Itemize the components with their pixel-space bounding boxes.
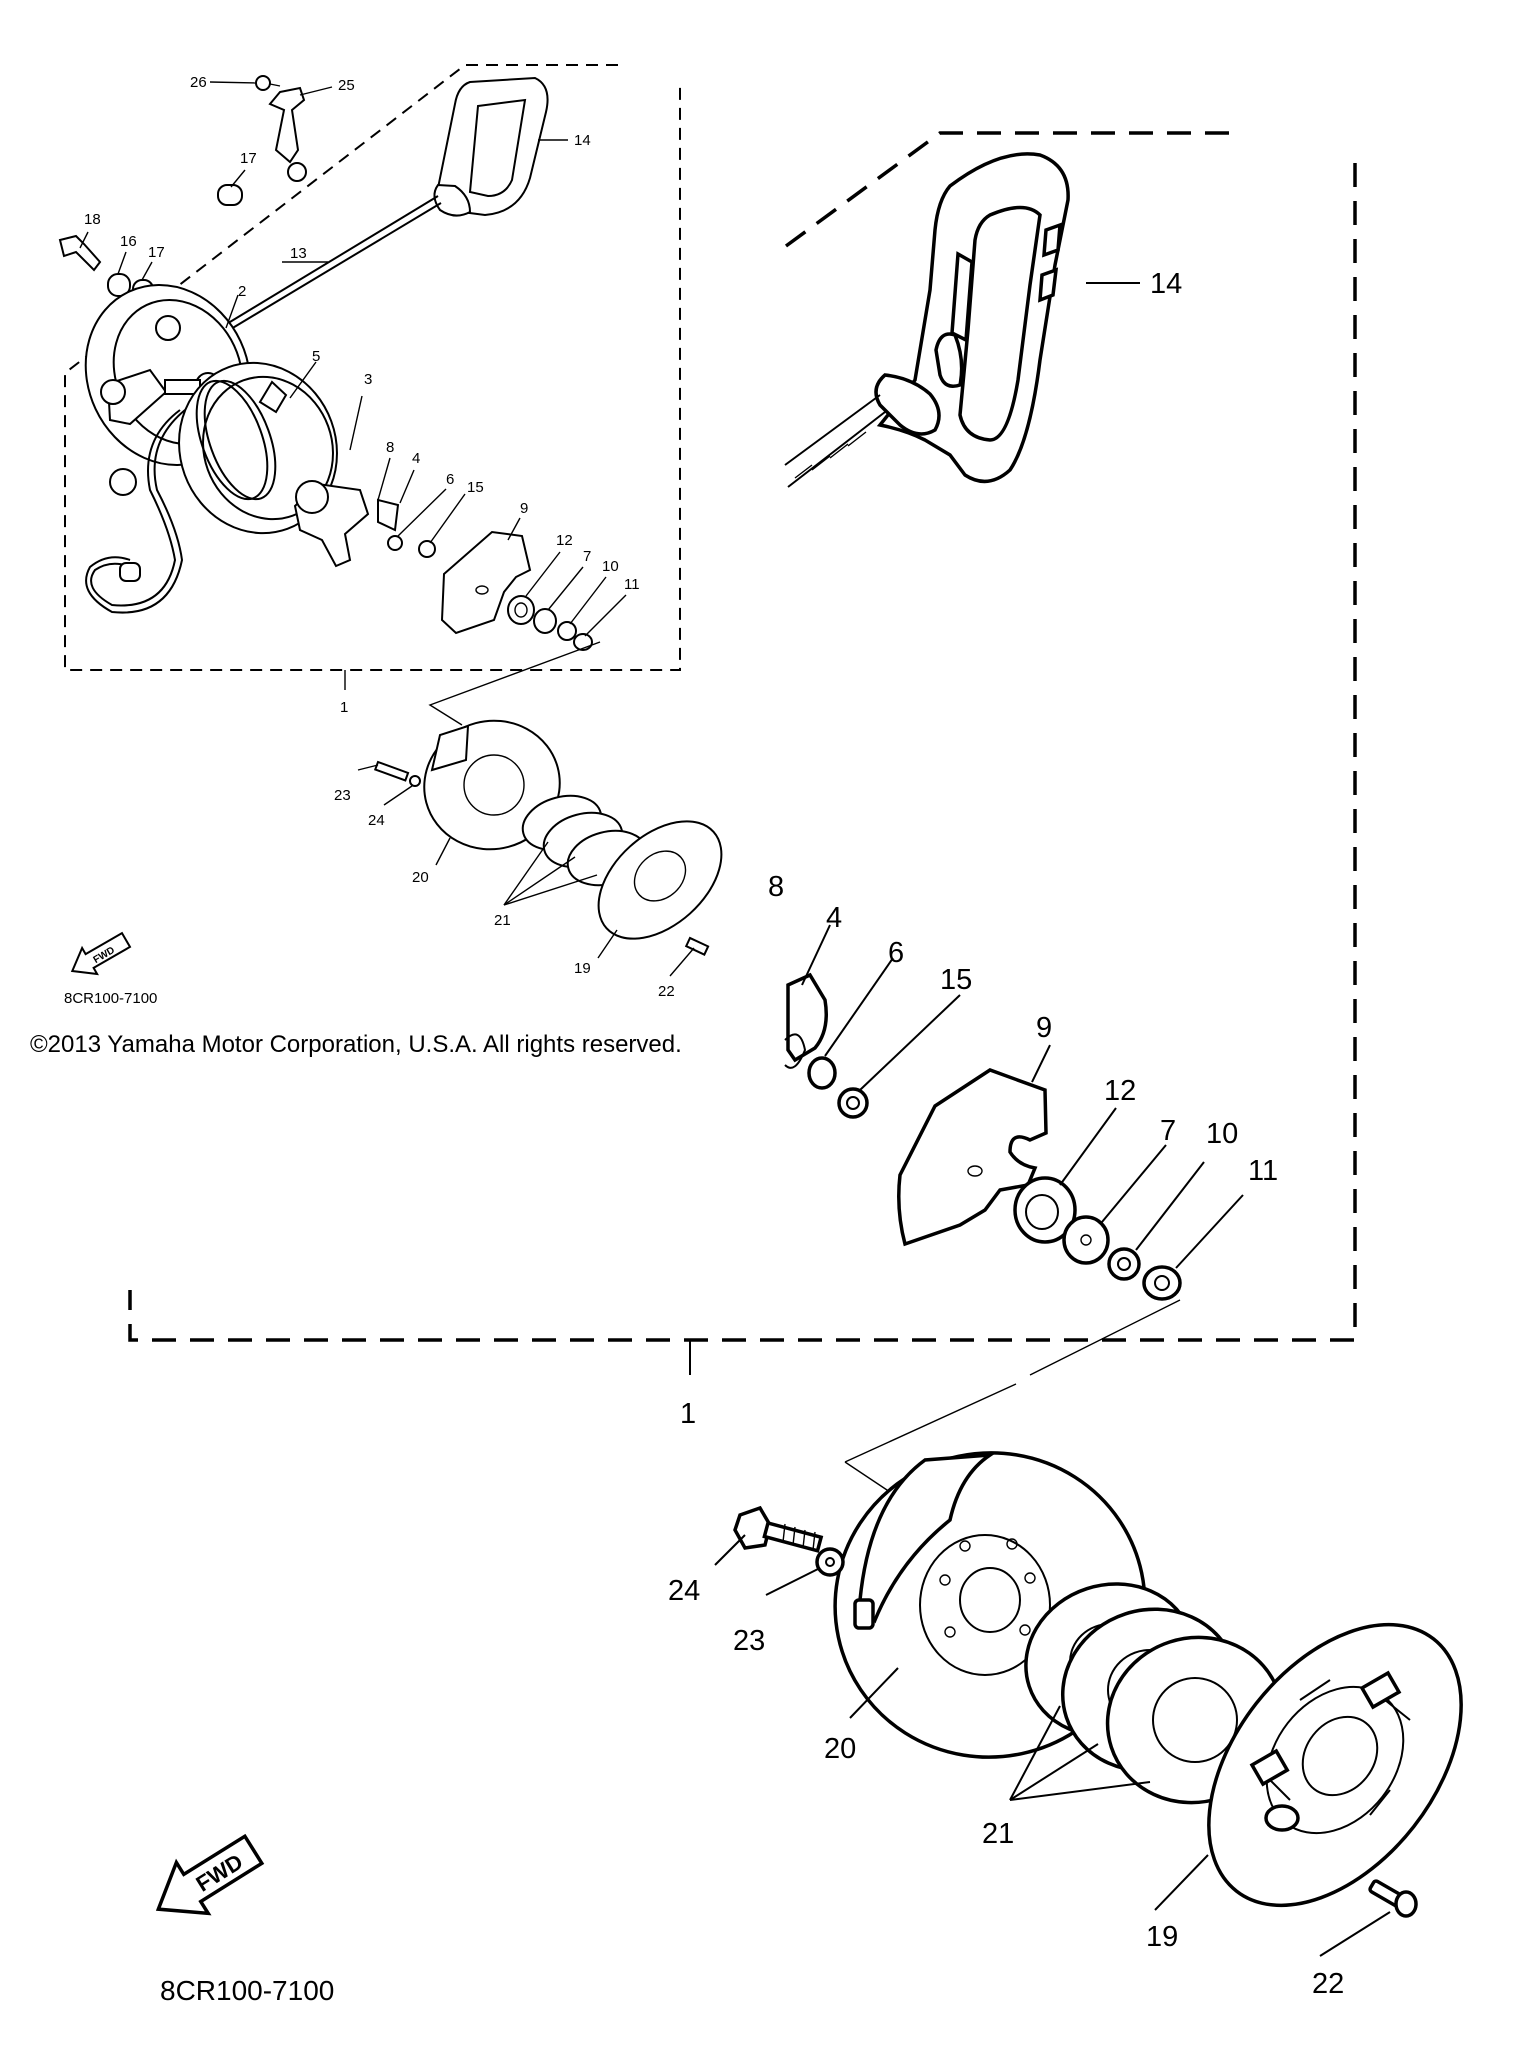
large-plate xyxy=(897,1068,1048,1247)
large-label-19: 19 xyxy=(1146,1921,1178,1953)
small-label-5: 5 xyxy=(312,348,320,365)
large-label-15: 15 xyxy=(940,964,972,996)
small-reel xyxy=(178,361,370,568)
large-label-22: 22 xyxy=(1312,1968,1344,2000)
small-label-22: 22 xyxy=(658,983,675,1000)
large-label-8-partial: 8 xyxy=(768,871,784,903)
small-label-23: 23 xyxy=(334,787,351,804)
small-label-18: 18 xyxy=(84,211,101,228)
copyright-notice: ©2013 Yamaha Motor Corporation, U.S.A. A… xyxy=(30,1031,682,1058)
small-label-26: 26 xyxy=(190,74,207,91)
large-label-7: 7 xyxy=(1160,1115,1176,1147)
large-label-14: 14 xyxy=(1150,268,1182,300)
large-label-12: 12 xyxy=(1104,1075,1136,1107)
large-label-10: 10 xyxy=(1206,1118,1238,1150)
small-handle xyxy=(433,76,549,217)
large-view: FWD 8CR100-7100 14 8 4 6 15 xyxy=(128,131,1463,2006)
small-label-2: 2 xyxy=(238,283,246,300)
large-view-code: 8CR100-7100 xyxy=(160,1975,334,2006)
large-assembly-outline xyxy=(784,131,1235,248)
small-label-14: 14 xyxy=(574,132,591,149)
large-sheave xyxy=(1207,1622,1463,1908)
large-fwd-arrow: FWD xyxy=(155,1833,265,1916)
small-label-21: 21 xyxy=(494,912,511,929)
small-label-16: 16 xyxy=(120,233,137,250)
small-fwd-arrow: FWD xyxy=(70,931,132,976)
small-label-8: 8 xyxy=(386,439,394,456)
large-label-4: 4 xyxy=(826,902,842,934)
small-label-3: 3 xyxy=(364,371,372,388)
small-label-24: 24 xyxy=(368,812,385,829)
small-view-code: 8CR100-7100 xyxy=(64,990,157,1007)
large-label-24: 23 xyxy=(733,1625,765,1657)
small-view: FWD 8CR100-7100 xyxy=(58,64,723,1007)
large-label-20: 20 xyxy=(824,1733,856,1765)
large-washer-24 xyxy=(815,1547,845,1577)
small-label-4: 4 xyxy=(412,450,420,467)
small-label-1: 1 xyxy=(340,699,348,716)
large-label-6: 6 xyxy=(888,937,904,969)
large-label-1: 1 xyxy=(680,1398,696,1430)
small-label-9: 9 xyxy=(520,500,528,517)
large-label-9: 9 xyxy=(1036,1012,1052,1044)
small-label-12: 12 xyxy=(556,532,573,549)
large-label-21: 21 xyxy=(982,1818,1014,1850)
small-label-13: 13 xyxy=(290,245,307,262)
small-label-15: 15 xyxy=(467,479,484,496)
small-assembly-outline xyxy=(64,64,681,671)
large-handle xyxy=(874,152,1070,484)
small-label-7: 7 xyxy=(583,548,591,565)
small-label-11: 11 xyxy=(624,576,640,593)
small-label-17b: 17 xyxy=(148,244,165,261)
large-bolt-23 xyxy=(733,1505,824,1553)
small-label-17a: 17 xyxy=(240,150,257,167)
small-label-25: 25 xyxy=(338,77,355,94)
small-label-19: 19 xyxy=(574,960,591,977)
small-label-20: 20 xyxy=(412,869,429,886)
small-label-10: 10 xyxy=(602,558,619,575)
small-sheave xyxy=(597,820,723,940)
large-bolt-22 xyxy=(1368,1879,1418,1918)
large-label-11: 11 xyxy=(1248,1155,1278,1187)
small-label-6: 6 xyxy=(446,471,454,488)
large-label-23: 24 xyxy=(668,1575,700,1607)
